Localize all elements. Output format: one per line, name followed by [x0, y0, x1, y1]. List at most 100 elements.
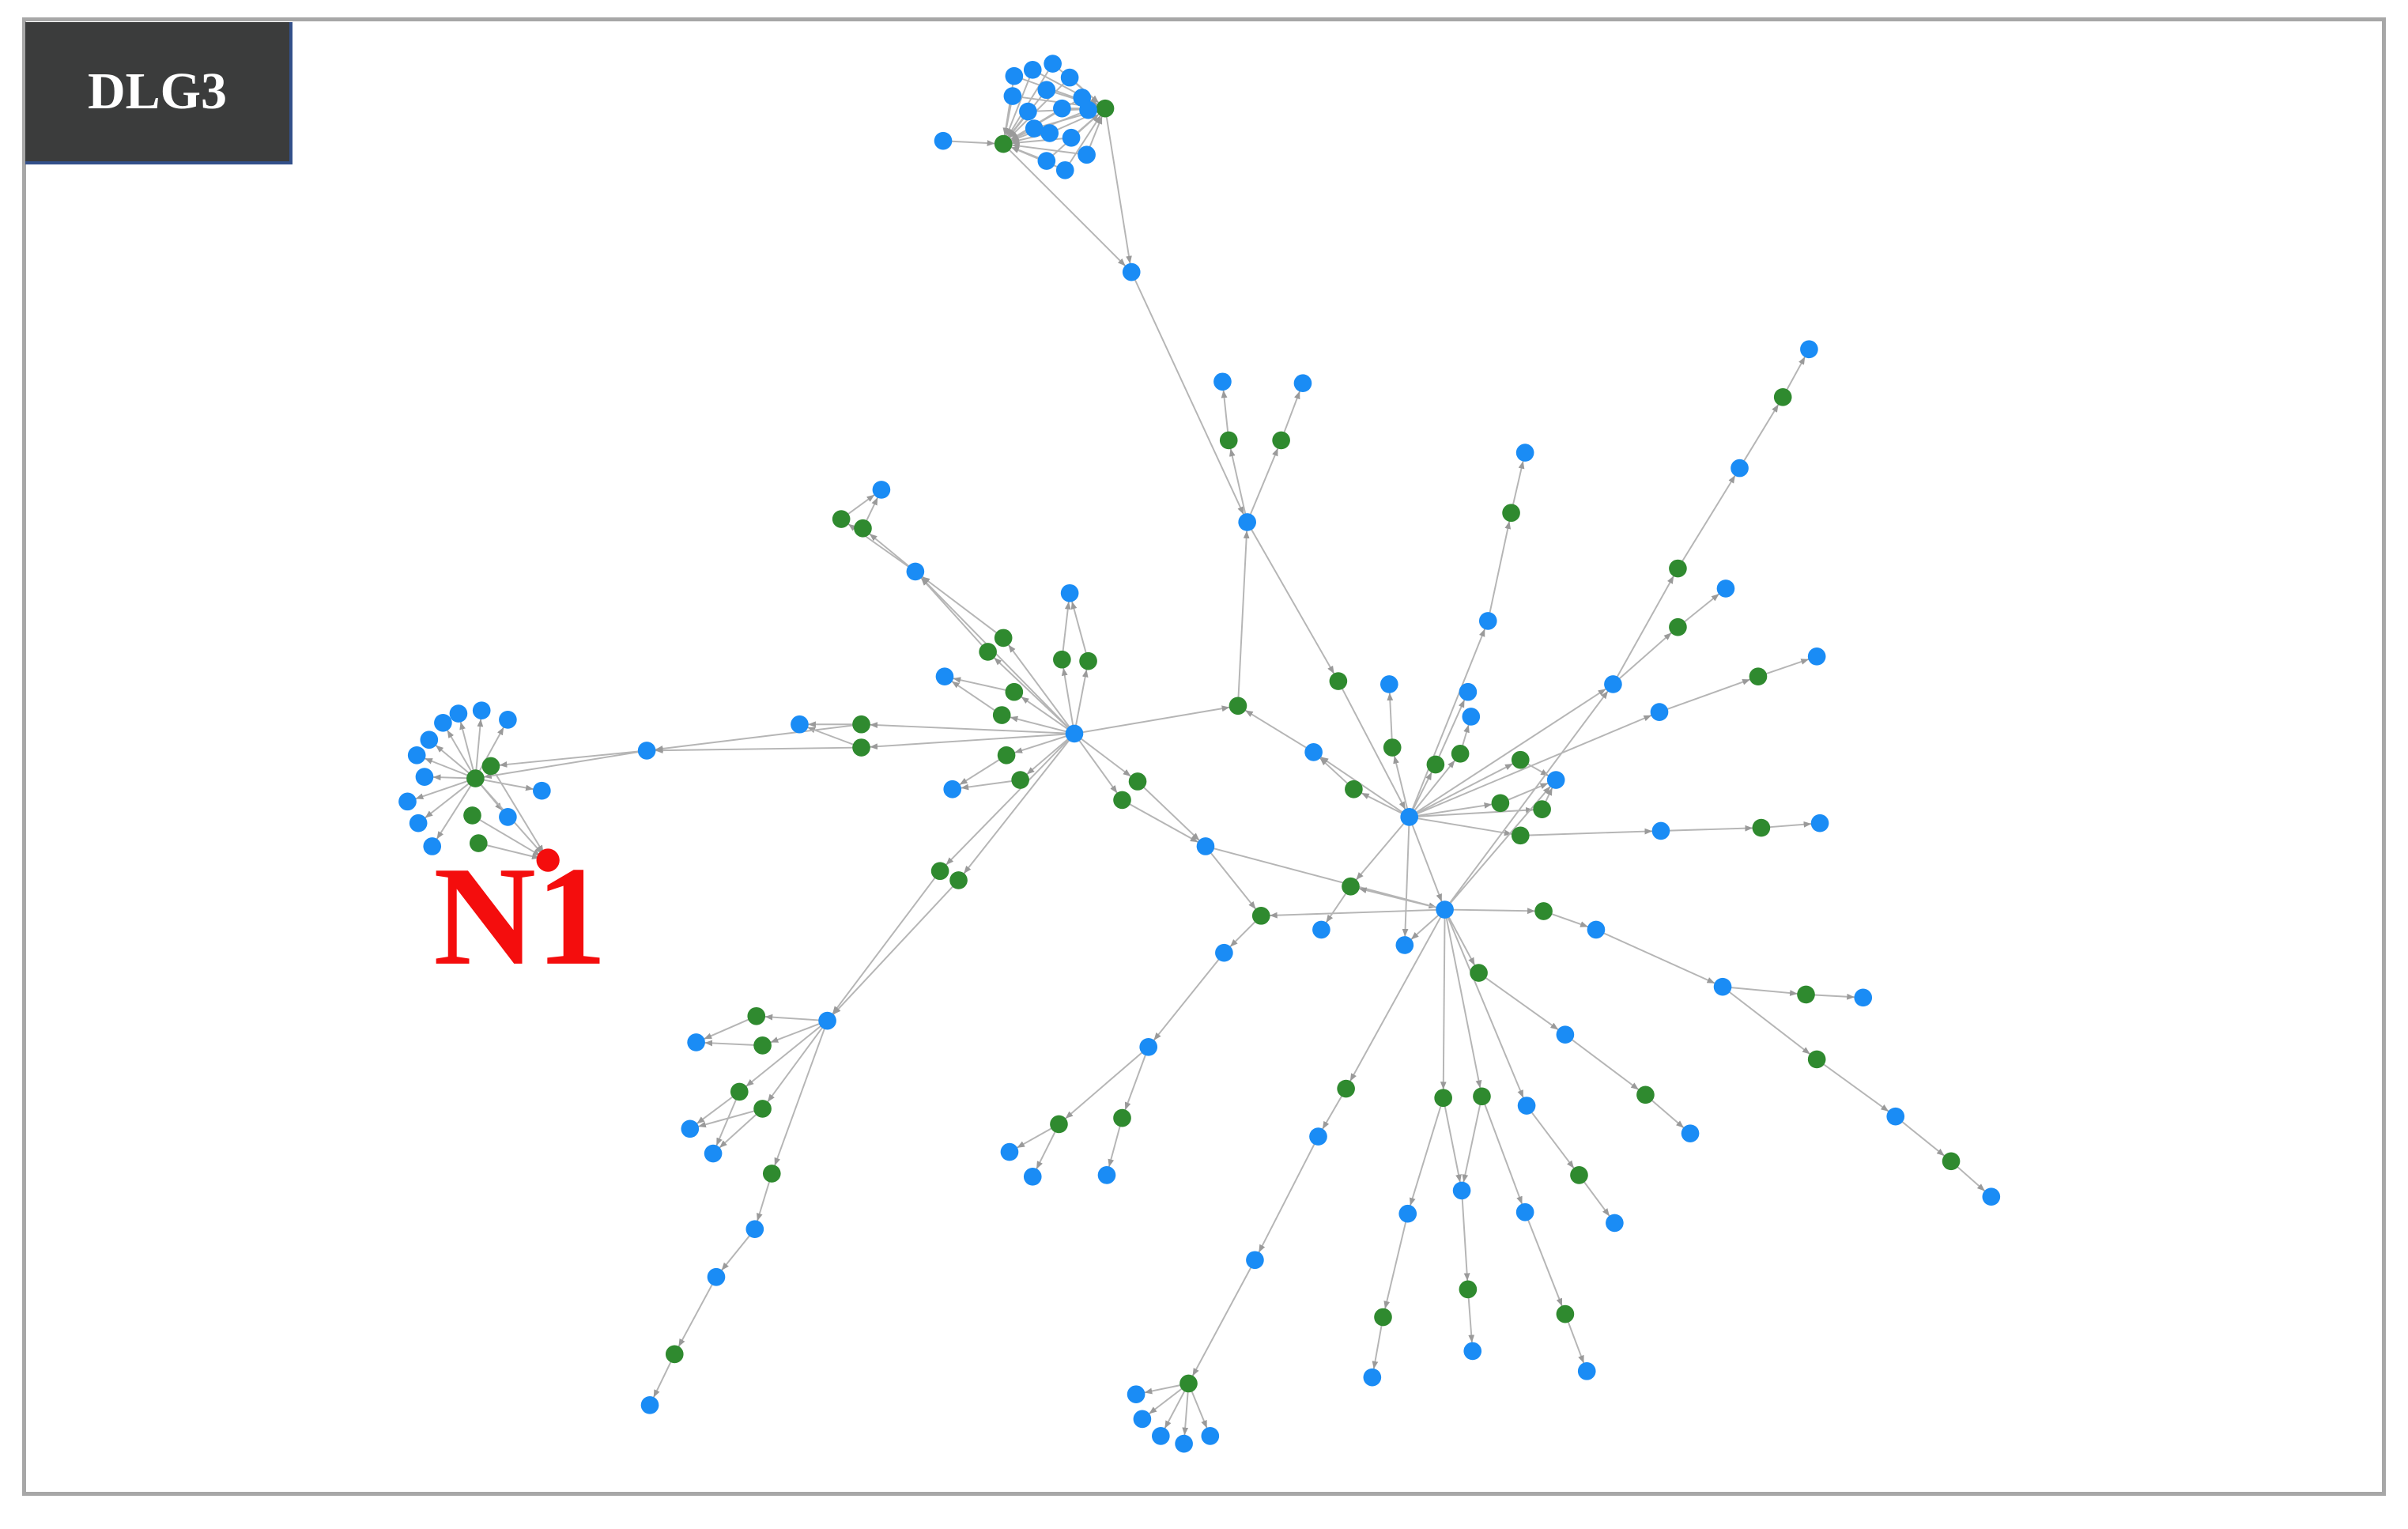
- graph-edge: [655, 746, 853, 754]
- blue-node: [1293, 374, 1312, 393]
- graph-edge: [1449, 690, 1609, 904]
- graph-edge: [1191, 1267, 1252, 1376]
- highlight-node-label: N1: [433, 837, 607, 995]
- graph-edge: [1182, 1391, 1189, 1436]
- green-node: [1534, 902, 1553, 920]
- blue-node: [1003, 87, 1022, 105]
- blue-node: [934, 131, 953, 150]
- green-node: [481, 757, 500, 776]
- highlight-node: [536, 848, 560, 872]
- blue-node: [943, 780, 962, 798]
- blue-node: [499, 711, 517, 729]
- graph-edge: [1453, 908, 1535, 915]
- graph-edge: [415, 780, 468, 800]
- blue-node: [1079, 100, 1097, 119]
- graph-edge: [1108, 1126, 1121, 1168]
- graph-edge: [1461, 1199, 1470, 1282]
- graph-edge: [1551, 913, 1589, 928]
- green-node: [1752, 818, 1771, 837]
- green-node: [1669, 617, 1687, 636]
- blue-node: [707, 1267, 726, 1286]
- blue-node: [415, 768, 434, 786]
- graph-edge: [1016, 1127, 1052, 1149]
- blue-node: [1196, 837, 1215, 855]
- blue-node: [1800, 340, 1818, 359]
- graph-edge: [870, 722, 1066, 734]
- graph-edge: [1393, 755, 1409, 810]
- graph-edge: [951, 680, 995, 712]
- graph-edge: [945, 738, 1070, 866]
- graph-edge: [1413, 760, 1456, 811]
- graph-edge: [1669, 825, 1753, 832]
- graph-edge: [446, 730, 472, 772]
- graph-edge: [704, 1018, 749, 1040]
- graph-edge: [1786, 356, 1806, 391]
- graph-edge: [1411, 825, 1443, 902]
- graph-edge: [1462, 724, 1470, 746]
- green-node: [1005, 682, 1024, 701]
- graph-edge: [1221, 390, 1229, 432]
- graph-edge: [1269, 908, 1436, 919]
- green-node: [665, 1345, 684, 1364]
- blue-node: [1062, 128, 1081, 147]
- green-node: [1113, 1108, 1131, 1127]
- graph-edge: [1011, 142, 1079, 155]
- graph-edge: [1372, 1325, 1383, 1369]
- blue-node: [1060, 68, 1079, 87]
- graph-edge: [1010, 715, 1066, 733]
- graph-edge: [1153, 958, 1220, 1041]
- blue-node: [423, 837, 442, 855]
- green-node: [1179, 1374, 1198, 1393]
- graph-edge: [1743, 403, 1780, 462]
- graph-edge: [1814, 993, 1855, 1000]
- green-node: [1096, 99, 1115, 118]
- graph-edge: [1666, 678, 1751, 710]
- blue-node: [1213, 372, 1232, 391]
- blue-node: [906, 562, 925, 581]
- green-node: [1053, 650, 1071, 669]
- green-node: [852, 738, 870, 757]
- graph-edge: [993, 657, 1069, 729]
- graph-edge: [1445, 917, 1482, 1089]
- blue-node: [1312, 920, 1330, 939]
- green-node: [1329, 672, 1348, 690]
- blue-node: [1452, 1181, 1471, 1200]
- graph-edge: [1512, 460, 1525, 505]
- green-node: [1374, 1308, 1392, 1327]
- blue-node: [791, 715, 809, 734]
- graph-edge: [774, 1028, 825, 1166]
- graph-edge: [770, 1023, 820, 1044]
- graph-edge: [847, 493, 875, 515]
- green-node: [930, 862, 949, 881]
- graph-edge: [1129, 803, 1199, 844]
- graph-edge: [1355, 822, 1405, 881]
- graph-edge: [1567, 1321, 1585, 1364]
- green-node: [1459, 1280, 1478, 1299]
- graph-edge: [435, 744, 470, 774]
- blue-node: [1078, 145, 1096, 164]
- graph-edge: [1069, 115, 1102, 164]
- graph-edge: [1144, 1384, 1181, 1395]
- blue-node: [1515, 444, 1534, 462]
- graph-edge: [1014, 735, 1067, 753]
- graph-edge: [1003, 104, 1012, 136]
- green-node: [1470, 964, 1488, 982]
- graph-edge: [1438, 699, 1466, 757]
- blue-node: [704, 1144, 723, 1163]
- graph-edge: [1036, 1131, 1056, 1170]
- graph-edge: [920, 577, 983, 647]
- green-node: [1219, 431, 1238, 450]
- blue-node: [1215, 943, 1233, 962]
- graph-edge: [494, 772, 545, 854]
- graph-edge: [1728, 991, 1811, 1055]
- blue-node: [1122, 262, 1141, 281]
- green-node: [992, 706, 1011, 724]
- green-node: [1807, 1050, 1826, 1069]
- green-node: [1342, 877, 1360, 896]
- blue-node: [1713, 977, 1732, 996]
- green-node: [1345, 780, 1363, 798]
- graph-edge: [1009, 149, 1127, 267]
- graph-edge: [1681, 474, 1736, 562]
- graph-edge: [1361, 792, 1402, 814]
- green-node: [854, 519, 872, 538]
